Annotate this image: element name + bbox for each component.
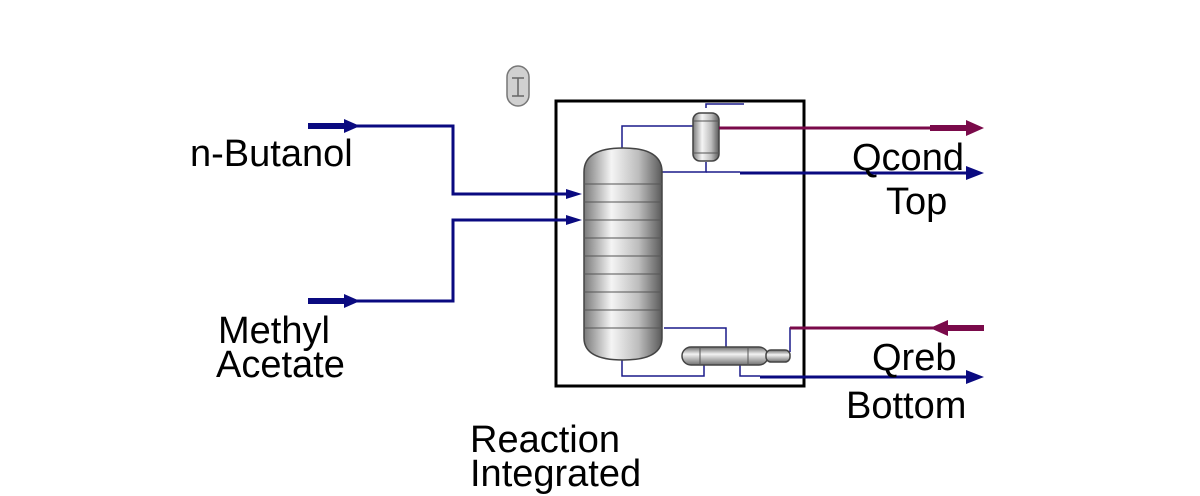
stream-methyl-acetate[interactable] <box>308 215 582 308</box>
label-methyl: Methyl <box>218 310 330 352</box>
label-block-line1: Reaction <box>470 419 620 461</box>
label-top: Top <box>886 181 948 223</box>
label-qcond: Qcond <box>852 137 964 179</box>
stream-n-butanol[interactable] <box>308 119 582 199</box>
stream-bottom[interactable] <box>760 370 984 384</box>
condenser-drum[interactable] <box>692 112 720 162</box>
stream-top[interactable] <box>740 166 984 180</box>
stream-qreb[interactable] <box>790 320 984 336</box>
label-block-line2: Integrated <box>470 453 642 495</box>
distillation-column[interactable] <box>583 147 663 361</box>
label-bottom: Bottom <box>846 385 967 427</box>
flowsheet-canvas <box>308 65 984 388</box>
label-qreb: Qreb <box>872 337 957 379</box>
block-toolbar-icon[interactable] <box>506 65 530 107</box>
reboiler[interactable] <box>681 346 791 366</box>
hierarchy-block-border[interactable] <box>554 99 806 388</box>
label-n-butanol: n-Butanol <box>190 133 353 175</box>
label-acetate: Acetate <box>216 344 345 386</box>
stream-qcond[interactable] <box>719 120 984 136</box>
